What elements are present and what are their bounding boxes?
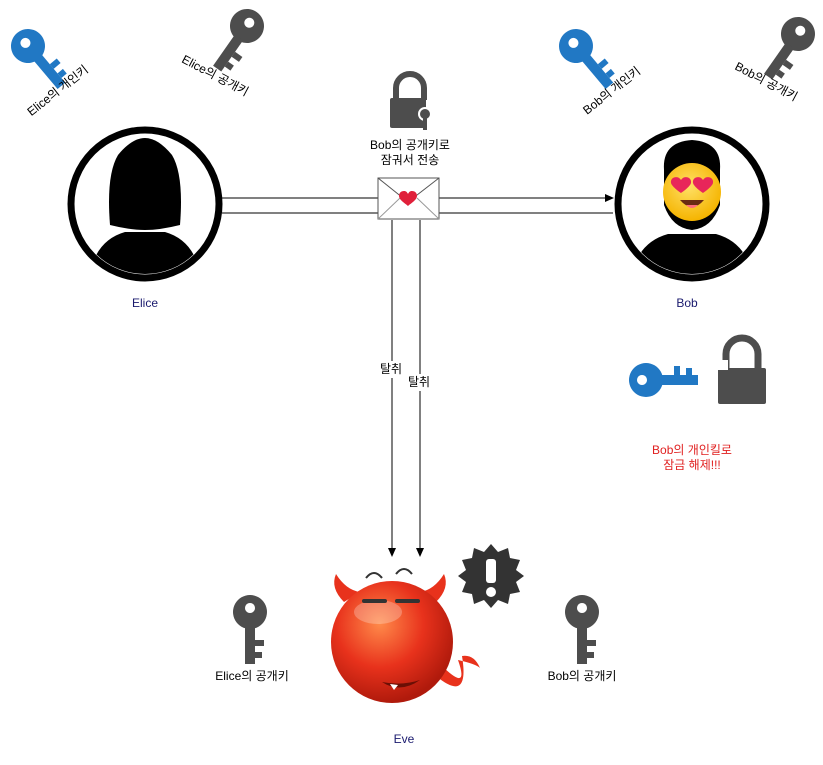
alice-to-bob-arrow (222, 194, 614, 214)
intercept-label-right: 탈취 (407, 374, 431, 391)
eve-bob-key-label: Bob의 공개키 (547, 669, 617, 683)
lock-label-line1: Bob의 공개키로 (370, 138, 450, 152)
heart-eyes-emoji-icon (663, 163, 721, 221)
warning-badge-icon (458, 544, 524, 608)
unlock-label-line2: 잠금 해제!!! (663, 458, 721, 472)
alice-name: Elice (131, 296, 159, 310)
unlock-label-line1: Bob의 개인킬로 (652, 443, 732, 457)
eve-name: Eve (393, 732, 415, 746)
lock-label: Bob의 공개키로 잠궈서 전송 (370, 138, 450, 168)
woman-avatar-icon (67, 126, 223, 282)
private-key-icon (629, 363, 698, 398)
lock-icon (390, 71, 432, 130)
unlocked-icon (716, 334, 766, 404)
intercept-label-left: 탈취 (379, 361, 403, 378)
public-key-icon (564, 595, 599, 664)
unlock-label: Bob의 개인킬로 잠금 해제!!! (652, 443, 732, 473)
eve-alice-key-label: Elice의 공개키 (215, 669, 289, 683)
lock-label-line2: 잠궈서 전송 (380, 153, 440, 167)
bob-name: Bob (676, 296, 698, 310)
public-key-icon (232, 595, 267, 664)
devil-icon (331, 568, 480, 703)
heart-icon (399, 191, 417, 206)
